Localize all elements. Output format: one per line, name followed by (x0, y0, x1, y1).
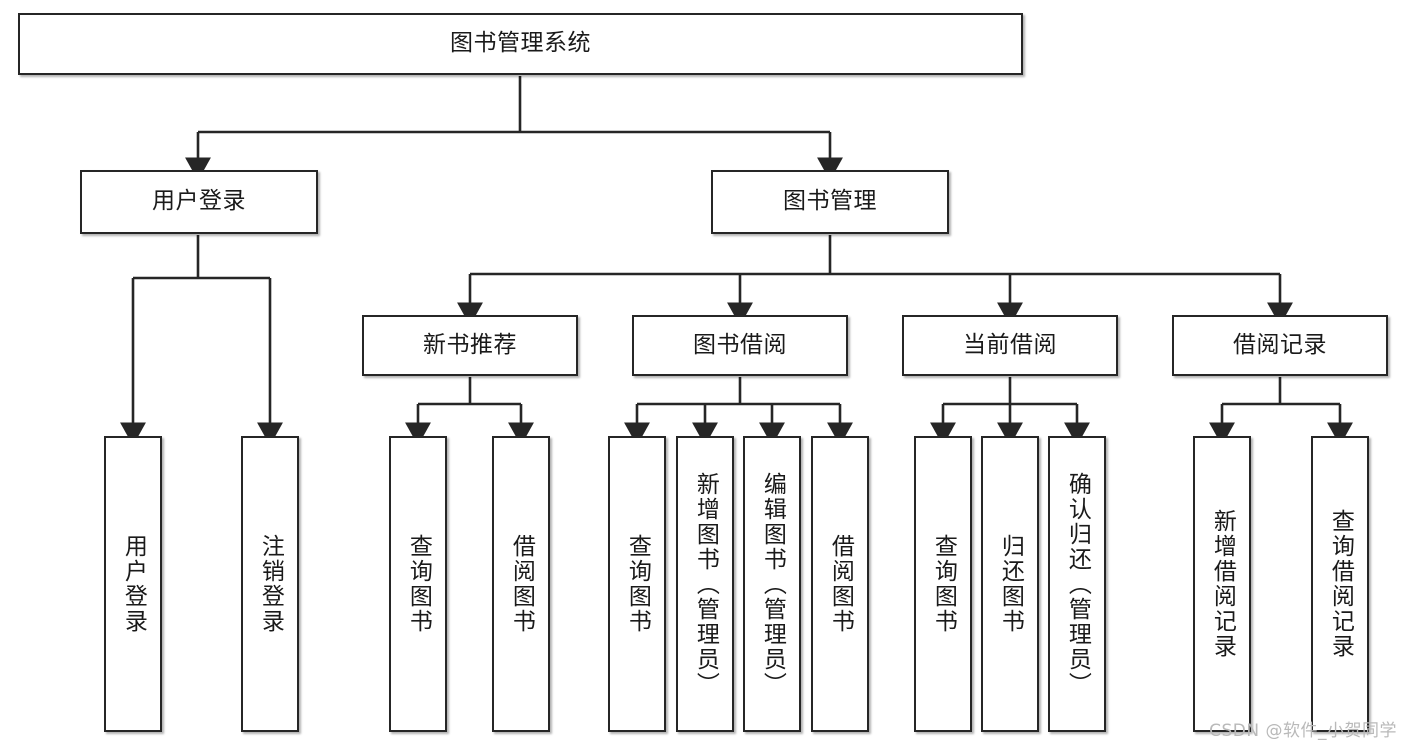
node-label: 图书借阅 (693, 331, 787, 358)
node-label: 借阅记录 (1233, 331, 1327, 358)
leaf-book-borrow-edit-book-admin[interactable]: 编辑图书（管理员） (743, 436, 801, 732)
leaf-new-book-borrow-book[interactable]: 借阅图书 (492, 436, 550, 732)
leaf-current-borrow-return-book[interactable]: 归还图书 (981, 436, 1039, 732)
node-book-borrowing[interactable]: 图书借阅 (632, 315, 848, 376)
node-label: 确认归还（管理员） (1064, 471, 1091, 697)
leaf-borrow-record-add-record[interactable]: 新增借阅记录 (1193, 436, 1251, 732)
leaf-book-borrow-add-book-admin[interactable]: 新增图书（管理员） (676, 436, 734, 732)
node-label: 查询图书 (624, 534, 651, 634)
node-label: 查询借阅记录 (1327, 509, 1354, 659)
node-user-login[interactable]: 用户登录 (80, 170, 318, 234)
leaf-new-book-query-book[interactable]: 查询图书 (389, 436, 447, 732)
node-label: 编辑图书（管理员） (759, 471, 786, 697)
csdn-watermark: CSDN @软件_小贺同学 (1209, 721, 1397, 741)
leaf-user-login-logout[interactable]: 注销登录 (241, 436, 299, 732)
node-label: 借阅图书 (827, 534, 854, 634)
node-label: 新增借阅记录 (1209, 509, 1236, 659)
leaf-current-borrow-query-book[interactable]: 查询图书 (914, 436, 972, 732)
leaf-current-borrow-confirm-return-admin[interactable]: 确认归还（管理员） (1048, 436, 1106, 732)
leaf-book-borrow-query-book[interactable]: 查询图书 (608, 436, 666, 732)
node-label: 新书推荐 (423, 331, 517, 358)
node-label: 当前借阅 (963, 331, 1057, 358)
node-new-book-recommendation[interactable]: 新书推荐 (362, 315, 578, 376)
leaf-user-login-login[interactable]: 用户登录 (104, 436, 162, 732)
node-borrow-records[interactable]: 借阅记录 (1172, 315, 1388, 376)
node-label: 归还图书 (997, 534, 1024, 634)
node-label: 查询图书 (930, 534, 957, 634)
node-label: 借阅图书 (508, 534, 535, 634)
node-current-borrowing[interactable]: 当前借阅 (902, 315, 1118, 376)
node-label: 新增图书（管理员） (692, 471, 719, 697)
node-label: 用户登录 (120, 534, 147, 634)
node-label: 查询图书 (405, 534, 432, 634)
node-root-book-management-system[interactable]: 图书管理系统 (18, 13, 1023, 75)
node-label: 用户登录 (152, 188, 246, 215)
leaf-borrow-record-query-record[interactable]: 查询借阅记录 (1311, 436, 1369, 732)
node-label: 图书管理 (783, 188, 877, 215)
leaf-book-borrow-borrow-book[interactable]: 借阅图书 (811, 436, 869, 732)
node-label: 图书管理系统 (450, 30, 591, 57)
node-label: 注销登录 (257, 534, 284, 634)
node-book-management[interactable]: 图书管理 (711, 170, 949, 234)
